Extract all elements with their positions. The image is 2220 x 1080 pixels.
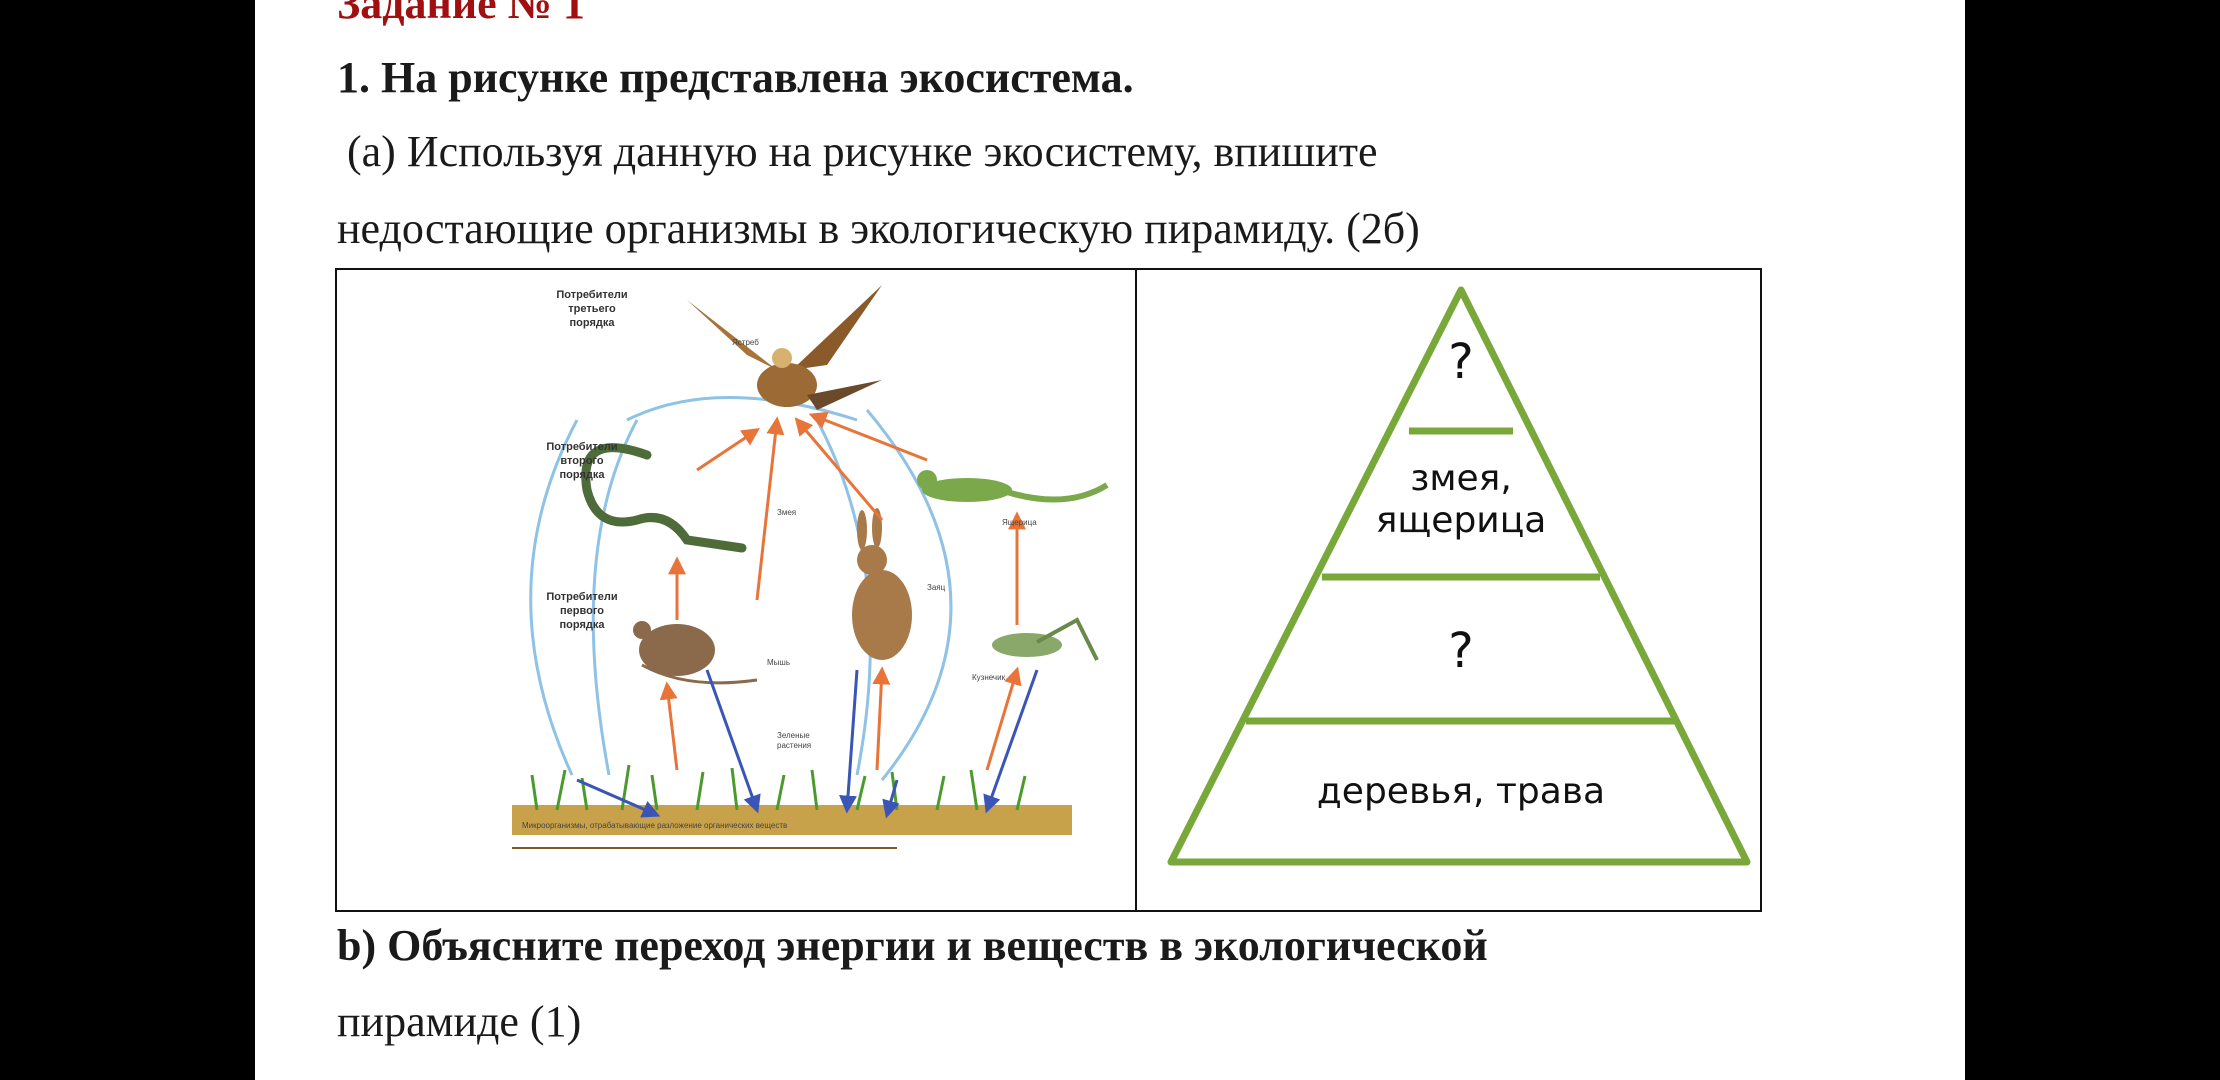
ecosystem-illustration: Потребители третьего порядка Потребители… [512, 285, 1109, 849]
pyramid-level-3: ? [1448, 623, 1473, 679]
mouse-label: Мышь [767, 658, 790, 667]
soil-layer [512, 805, 1072, 835]
question-title: 1. На рисунке представлена экосистема. [337, 53, 1134, 102]
grasshopper-label: Кузнечик [972, 673, 1006, 682]
level2-label-1: Потребители [546, 441, 617, 453]
level3-label-3: порядка [570, 317, 616, 329]
grass [530, 764, 1027, 811]
pyramid-level-2-line-1: змея, [1410, 458, 1512, 499]
level2-label-3: порядка [560, 469, 606, 481]
eagle-drawing [687, 285, 882, 410]
hare-label: Заяц [927, 583, 946, 592]
plants-label-2: растения [777, 741, 811, 750]
document-page: Задание № 1 1. На рисунке представлена э… [255, 0, 1965, 1080]
lizard-drawing [917, 470, 1109, 503]
level2-label-2: второго [560, 455, 603, 467]
pyramid-level-2-line-2: ящерица [1376, 500, 1547, 541]
pyramid-level-base: деревья, трава [1317, 771, 1605, 812]
level1-label-3: порядка [560, 619, 606, 631]
assignment-heading: Задание № 1 [337, 0, 585, 28]
hare-drawing [852, 508, 912, 660]
figure-table: Потребители третьего порядка Потребители… [335, 268, 1762, 912]
level3-label-1: Потребители [556, 289, 627, 301]
part-b-line-1: b) Объясните переход энергии и веществ в… [337, 921, 1488, 970]
pyramid-level-top: ? [1448, 334, 1473, 390]
soil-caption: Микроорганизмы, отрабатывающие разложени… [522, 821, 787, 830]
part-a-line-1: (а) Используя данную на рисунке экосисте… [347, 127, 1378, 176]
eagle-label: Ястреб [732, 338, 759, 347]
lizard-label: Ящерица [1002, 518, 1037, 527]
food-chain-arrows [659, 411, 1026, 771]
snake-label: Змея [777, 508, 796, 517]
level3-label-2: третьего [568, 303, 616, 315]
grasshopper-drawing [992, 617, 1099, 661]
level1-label-1: Потребители [546, 591, 617, 603]
part-a-line-2: недостающие организмы в экологическую пи… [337, 204, 1420, 253]
part-b-line-2: пирамиде (1) [337, 997, 582, 1046]
ecological-pyramid: ? змея, ящерица ? деревья, трава [1167, 286, 1751, 866]
snake-drawing [581, 443, 747, 553]
mouse-drawing [633, 621, 758, 685]
decomposition-arrows [576, 669, 1039, 819]
level1-label-2: первого [560, 605, 604, 617]
figure-divider [1135, 270, 1137, 910]
plants-label-1: Зеленые [777, 731, 810, 740]
